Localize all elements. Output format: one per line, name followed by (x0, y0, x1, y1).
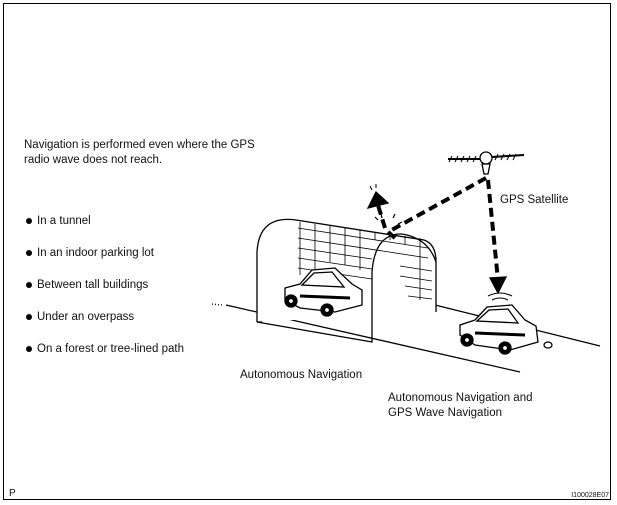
footer-left: P (9, 488, 16, 499)
intro-line-2: radio wave does not reach. (24, 154, 163, 166)
bullet-item: Between tall buildings (26, 279, 148, 291)
bullet-icon (26, 250, 32, 256)
combined-label-2: GPS Wave Navigation (388, 407, 502, 419)
bullet-item: In an indoor parking lot (26, 247, 154, 259)
signal-reflected (387, 176, 487, 234)
signal-direct (486, 179, 500, 281)
bullet-item: Under an overpass (26, 311, 134, 323)
bullet-item: In a tunnel (26, 215, 91, 227)
gps-satellite-label: GPS Satellite (500, 194, 569, 206)
bullet-icon (26, 346, 32, 352)
bullet-label: Under an overpass (37, 311, 135, 323)
combined-label-1: Autonomous Navigation and (388, 392, 533, 404)
bullet-label: On a forest or tree-lined path (37, 343, 185, 355)
bullet-label: Between tall buildings (37, 279, 149, 291)
bullet-item: On a forest or tree-lined path (26, 343, 184, 355)
car-gps (459, 292, 553, 355)
intro-line-1: Navigation is performed even where the G… (24, 139, 255, 151)
signal-deflected-up (376, 204, 387, 229)
arrowhead-down (488, 276, 508, 295)
car-in-tunnel (284, 267, 363, 317)
bullet-label: In an indoor parking lot (37, 247, 154, 259)
arrowhead-up (366, 190, 390, 209)
bullet-icon (26, 314, 32, 320)
bullet-label: In a tunnel (37, 215, 91, 227)
frame-border (3, 3, 611, 500)
autonomous-label: Autonomous Navigation (240, 369, 363, 381)
figure-code: I100028E07 (571, 492, 609, 499)
bullet-icon (26, 218, 32, 224)
gps-satellite-icon (448, 151, 525, 175)
bullet-icon (26, 282, 32, 288)
